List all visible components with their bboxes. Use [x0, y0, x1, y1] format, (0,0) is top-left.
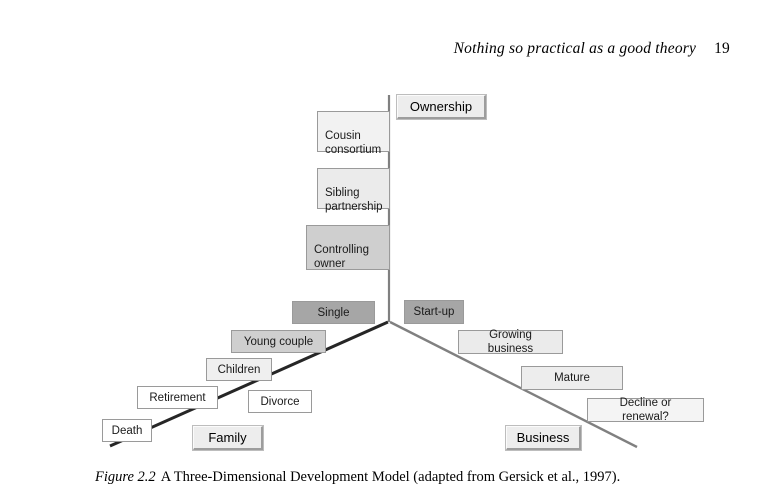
running-head: Nothing so practical as a good theory 19: [0, 40, 730, 58]
stage-box-divorce[interactable]: Divorce: [248, 390, 312, 413]
stage-box-divorce-label: Divorce: [260, 395, 300, 408]
stage-box-sibling-partnership[interactable]: Sibling partnership: [317, 168, 390, 213]
stage-box-single-label: Single: [317, 306, 350, 319]
stage-box-decline-or-renewal[interactable]: Decline or renewal?: [587, 397, 704, 423]
stage-box-death-label: Death: [111, 424, 143, 437]
stage-box-sibling-partnership-label: Sibling partnership: [325, 187, 383, 213]
family-axis-line: [109, 320, 389, 448]
stage-box-single[interactable]: Single: [292, 301, 375, 324]
stage-box-controlling-owner-label: Controlling owner: [314, 244, 369, 270]
stage-box-start-up[interactable]: Start-up: [404, 300, 464, 324]
figure-three-dimensional-development-model: Ownership Cousin consortium Sibling part…: [102, 94, 704, 451]
page-number: 19: [714, 40, 730, 57]
axis-label-family-text: Family: [208, 430, 247, 445]
stage-box-mature[interactable]: Mature: [521, 366, 623, 390]
stage-box-retirement[interactable]: Retirement: [137, 386, 218, 409]
stage-box-controlling-owner[interactable]: Controlling owner: [306, 225, 390, 270]
stage-box-mature-label: Mature: [554, 372, 590, 384]
stage-box-growing-business[interactable]: Growing business: [458, 329, 563, 355]
stage-box-growing-business-label: Growing business: [487, 329, 534, 355]
axis-label-ownership-text: Ownership: [409, 99, 473, 114]
stage-box-children-label: Children: [217, 363, 261, 376]
axis-label-business-text: Business: [516, 430, 570, 445]
running-head-title: Nothing so practical as a good theory: [453, 40, 697, 57]
stage-box-cousin-consortium-label: Cousin consortium: [325, 130, 382, 156]
business-axis-line: [389, 320, 638, 449]
stage-box-cousin-consortium[interactable]: Cousin consortium: [317, 111, 390, 156]
stage-box-young-couple[interactable]: Young couple: [231, 330, 326, 353]
axis-label-ownership[interactable]: Ownership: [396, 94, 487, 120]
axis-label-business[interactable]: Business: [505, 425, 582, 451]
figure-caption-label: Figure 2.2: [95, 469, 156, 485]
stage-box-young-couple-label: Young couple: [243, 335, 314, 348]
stage-box-children[interactable]: Children: [206, 358, 272, 381]
stage-box-death[interactable]: Death: [102, 419, 152, 442]
stage-box-retirement-label: Retirement: [149, 391, 206, 404]
stage-box-start-up-label: Start-up: [413, 306, 455, 318]
figure-caption-text: A Three-Dimensional Development Model (a…: [160, 469, 621, 485]
axis-label-family[interactable]: Family: [192, 425, 264, 451]
stage-box-decline-or-renewal-label: Decline or renewal?: [619, 397, 672, 423]
